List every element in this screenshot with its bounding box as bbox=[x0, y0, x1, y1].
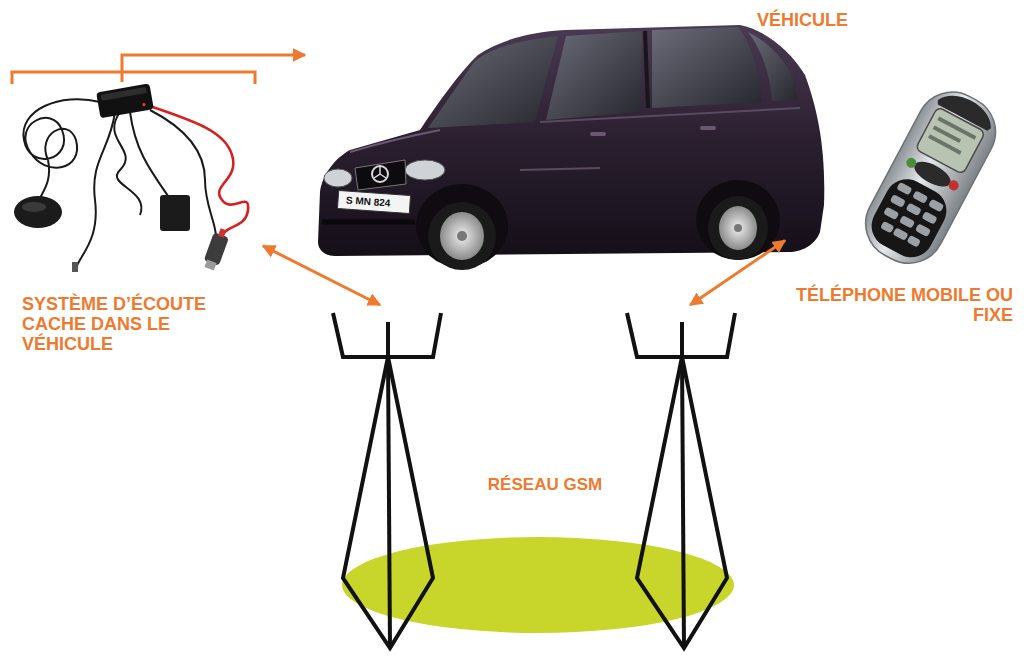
antenna-towers bbox=[333, 313, 735, 648]
listening-kit bbox=[14, 83, 248, 272]
phone-node: TÉLÉPHONE MOBILE OU FIXE bbox=[785, 88, 1019, 338]
node-label: SYSTÈME D’ÉCOUTE CACHE DANS LE VÉHICULE bbox=[22, 294, 222, 354]
network-node: RÉSEAU GSM bbox=[325, 305, 765, 660]
node-label: TÉLÉPHONE MOBILE OU FIXE bbox=[795, 285, 1013, 325]
car-illustration bbox=[318, 25, 824, 270]
connector-arrow bbox=[690, 241, 785, 306]
connector-arrow bbox=[122, 55, 305, 82]
phone-illustration bbox=[853, 79, 1008, 275]
connector-arrow bbox=[263, 246, 380, 305]
node-label: VÉHICULE bbox=[757, 10, 875, 30]
network-ground bbox=[342, 537, 734, 633]
bracket bbox=[12, 72, 255, 84]
device-node: SYSTÈME D’ÉCOUTE CACHE DANS LE VÉHICULE bbox=[8, 82, 263, 367]
vehicle-node: VÉHICULE bbox=[305, 8, 880, 270]
node-label: RÉSEAU GSM bbox=[455, 475, 635, 494]
